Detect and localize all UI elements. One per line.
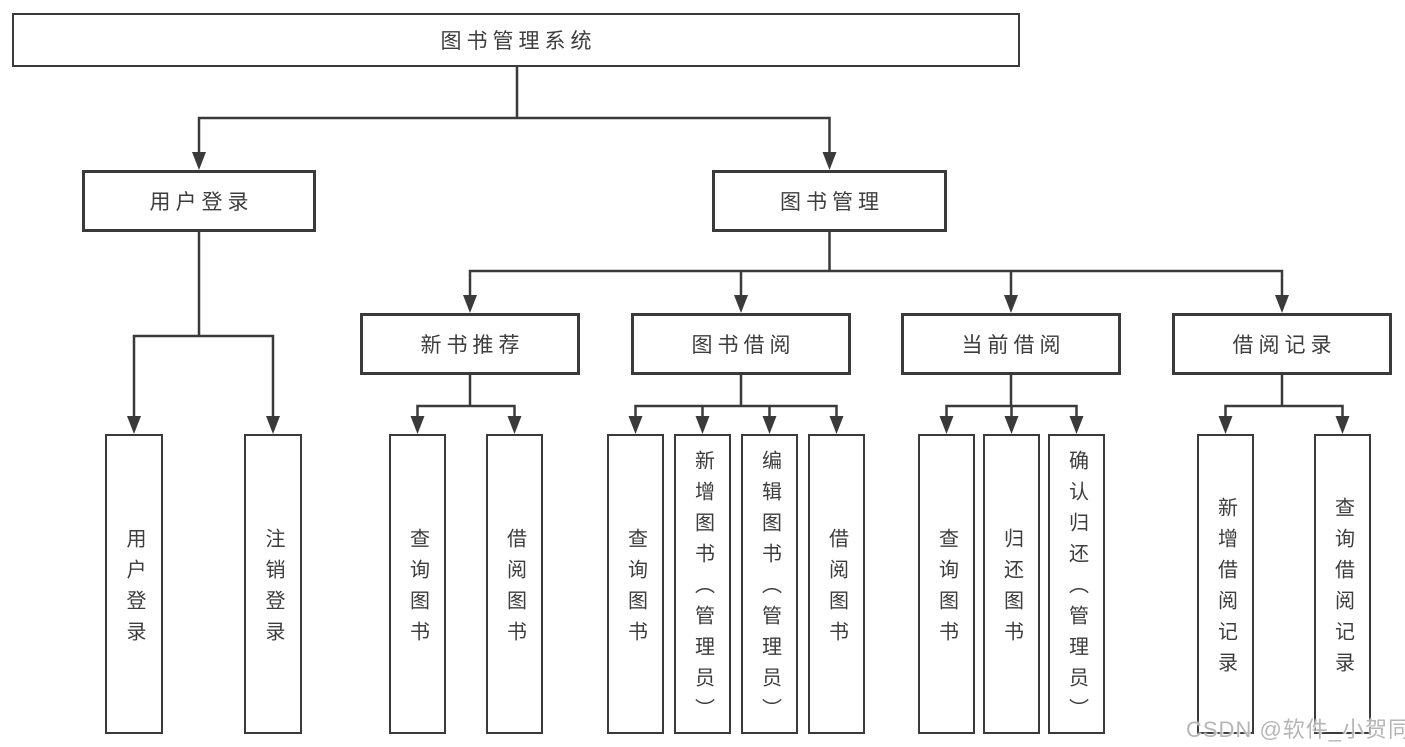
node-current-borrow: 当前借阅	[901, 313, 1121, 375]
leaf-confirm-return-admin-label: 确认归还（管理员）	[1065, 450, 1088, 729]
leaf-edit-book-admin: 编辑图书（管理员）	[741, 434, 798, 734]
node-root-label: 图书管理系统	[440, 30, 597, 53]
leaf-edit-book-admin-label: 编辑图书（管理员）	[758, 450, 781, 729]
leaf-add-book-admin: 新增图书（管理员）	[674, 434, 731, 734]
leaf-add-borrow-record: 新增借阅记录	[1197, 434, 1254, 734]
leaf-return-book: 归还图书	[983, 434, 1040, 734]
leaf-query-books-borrow-label: 查询图书	[624, 527, 647, 652]
leaf-borrow-books-recommend-label: 借阅图书	[503, 527, 526, 652]
node-user-login: 用户登录	[82, 170, 316, 232]
leaf-borrow-books-recommend: 借阅图书	[486, 434, 543, 734]
leaf-confirm-return-admin: 确认归还（管理员）	[1048, 434, 1105, 734]
node-book-borrow: 图书借阅	[631, 313, 851, 375]
node-borrow-records-label: 借阅记录	[1232, 334, 1337, 357]
leaf-logout-label: 注销登录	[262, 527, 284, 652]
node-book-management: 图书管理	[712, 170, 947, 232]
leaf-query-books-recommend-label: 查询图书	[406, 527, 429, 652]
node-borrow-records: 借阅记录	[1172, 313, 1392, 375]
leaf-return-book-label: 归还图书	[1000, 527, 1023, 652]
node-book-borrow-label: 图书借阅	[691, 334, 796, 357]
leaf-query-borrow-record: 查询借阅记录	[1314, 434, 1371, 734]
node-root: 图书管理系统	[12, 13, 1020, 67]
leaf-user-login-label: 用户登录	[123, 527, 145, 652]
leaf-query-books-recommend: 查询图书	[389, 434, 446, 734]
node-user-login-label: 用户登录	[149, 191, 254, 214]
leaf-add-borrow-record-label: 新增借阅记录	[1214, 496, 1237, 683]
node-book-management-label: 图书管理	[780, 191, 884, 214]
leaf-query-books-borrow: 查询图书	[607, 434, 664, 734]
leaf-borrow-books-label: 借阅图书	[825, 527, 848, 652]
node-new-book-recommend: 新书推荐	[360, 313, 580, 375]
leaf-add-book-admin-label: 新增图书（管理员）	[691, 450, 714, 729]
leaf-borrow-books: 借阅图书	[808, 434, 865, 734]
leaf-query-books-current: 查询图书	[918, 434, 975, 734]
node-new-book-recommend-label: 新书推荐	[420, 334, 525, 357]
leaf-logout: 注销登录	[244, 434, 302, 734]
arrowheads	[127, 152, 1350, 434]
leaf-query-borrow-record-label: 查询借阅记录	[1331, 496, 1354, 683]
leaf-query-books-current-label: 查询图书	[935, 527, 958, 652]
node-current-borrow-label: 当前借阅	[961, 334, 1066, 357]
csdn-watermark: CSDN @软件_小贺同学	[1186, 717, 1405, 742]
leaf-user-login: 用户登录	[105, 434, 163, 734]
